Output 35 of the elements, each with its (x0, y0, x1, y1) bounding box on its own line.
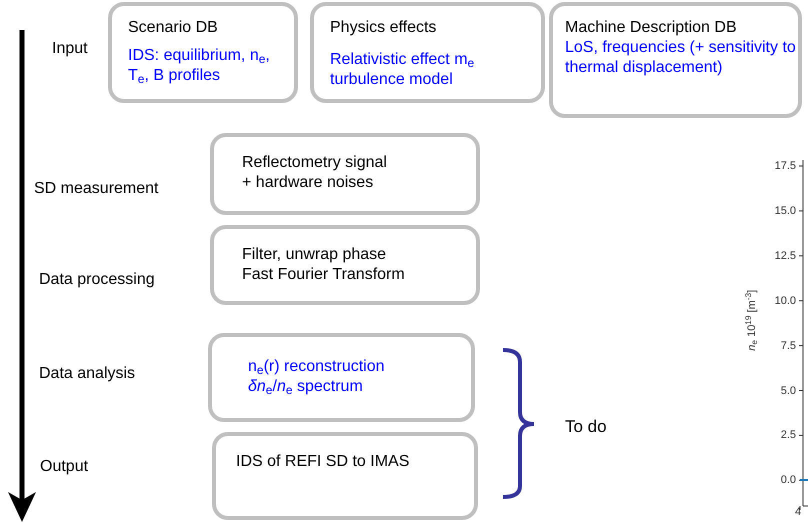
tick-label: 0.0 (780, 474, 796, 486)
box-text: Physics effects (330, 18, 438, 38)
stage-label: Input (52, 39, 88, 59)
box-text: IDS: equilibrium, n$_{e}$, T$_{e}$, B profiles (128, 46, 271, 86)
tick-label: 4 (795, 505, 802, 520)
process-box (108, 2, 298, 103)
tick-label: 15.0 (774, 204, 796, 217)
box-text: Relativistic effect m$_{e}$ turbulence model (330, 50, 476, 90)
tick-label: 5.0 (780, 384, 796, 396)
box-text: IDS of REFI SD to IMAS (236, 452, 410, 472)
stage-label: Data analysis (39, 364, 136, 384)
stage-label: Data processing (39, 270, 155, 290)
tick-label: 12.5 (774, 250, 796, 262)
box-text: Reflectometry signal (242, 153, 388, 173)
process-box (549, 2, 802, 118)
process-box (210, 133, 480, 215)
box-text: Filter, unwrap phase (242, 245, 388, 265)
process-box (310, 2, 545, 103)
box-text: δn$_{e}$/n$_{e}$ spectrum (248, 377, 364, 397)
process-box (210, 225, 480, 305)
box-text: n$_{e}$(r) reconstruction (248, 357, 386, 377)
box-text: Fast Fourier Transform (242, 265, 406, 285)
box-text: Scenario DB (128, 18, 219, 38)
box-text: LoS, frequencies (+ sensitivity to thermal displacement) (565, 38, 797, 78)
box-text: + hardware noises (242, 173, 374, 193)
tick-label: 17.5 (774, 160, 796, 172)
process-box (212, 432, 478, 520)
bracket-label: To do (565, 416, 607, 438)
tick-label: 2.5 (780, 429, 796, 442)
tick-label: 10.0 (774, 294, 796, 307)
stage-label: SD measurement (34, 179, 158, 199)
box-text: Machine Description DB (565, 18, 738, 38)
stage-label: Output (40, 457, 88, 477)
tick-label: 7.5 (780, 340, 796, 352)
process-box (208, 333, 475, 422)
